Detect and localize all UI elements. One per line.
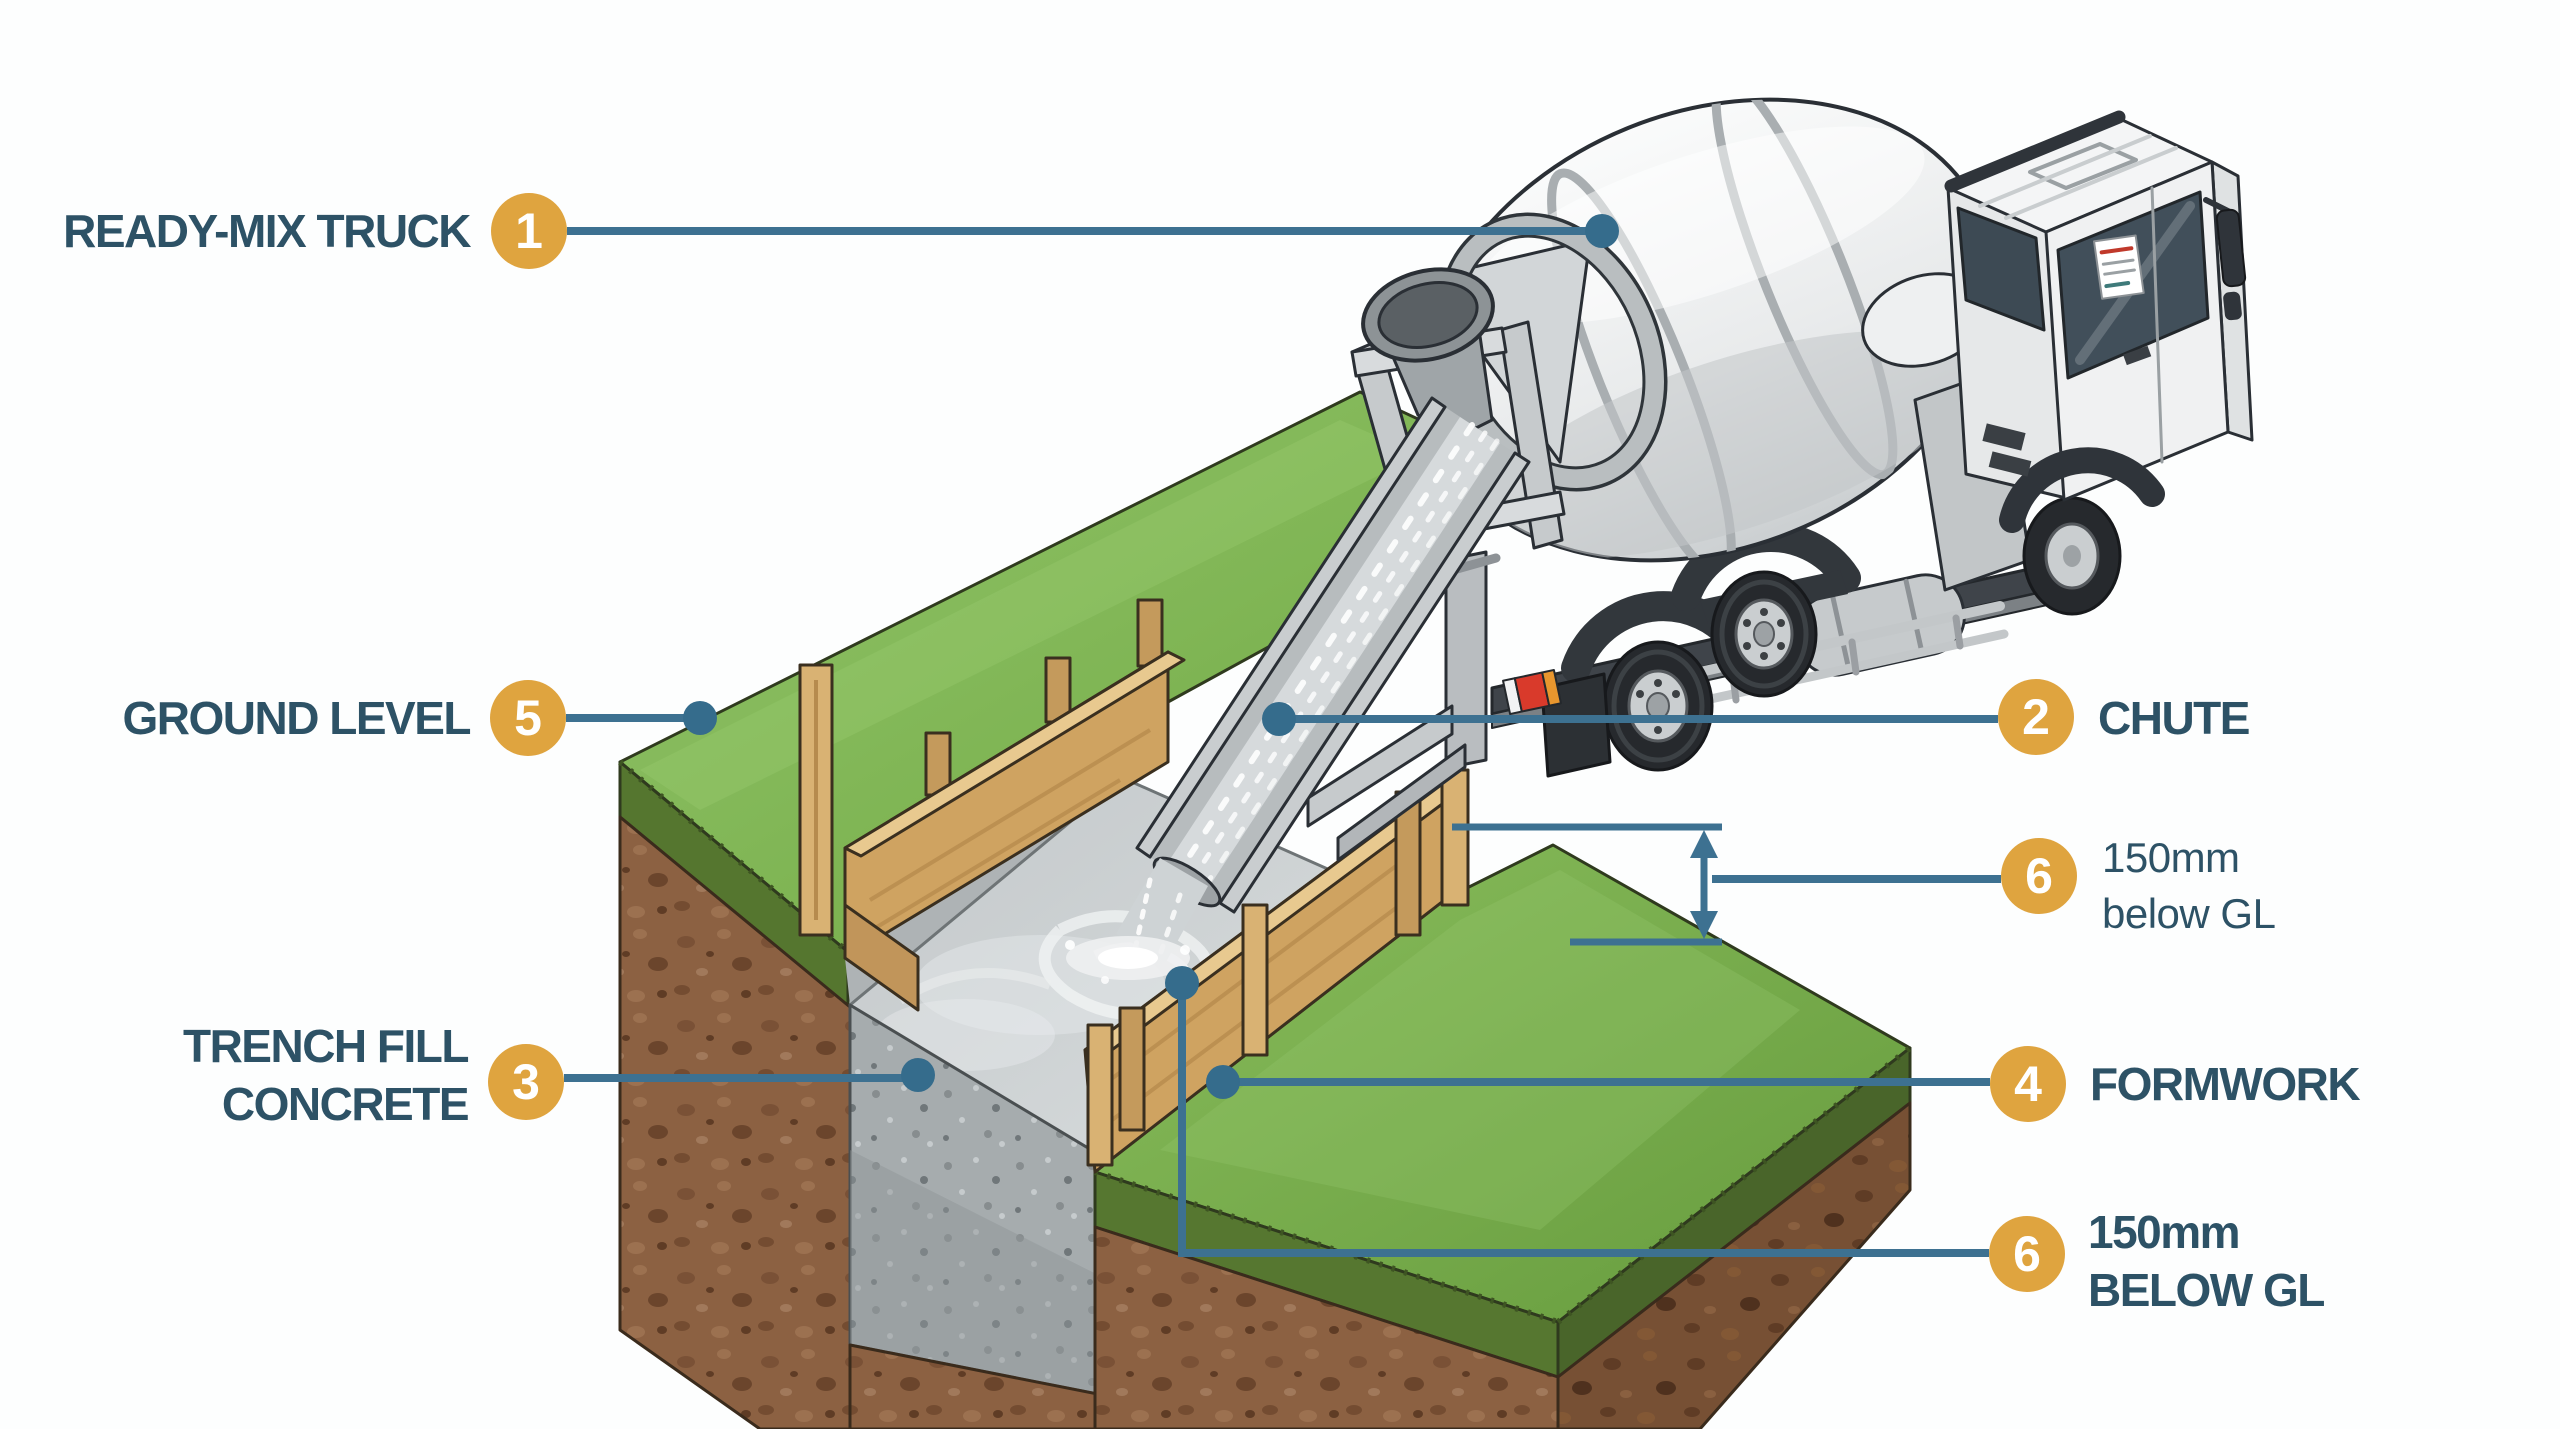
right-ground-block (1093, 843, 1912, 1429)
callout-dot (1262, 702, 1296, 736)
callout-badge (1989, 1216, 2065, 1292)
callout-badge (2001, 838, 2077, 914)
front-wheel-arch (1999, 447, 2165, 533)
truck-cab (1944, 110, 2254, 533)
callout-label-line2: BELOW GL (2088, 1264, 2324, 1316)
door-handle (2123, 345, 2152, 366)
left-ground-block (618, 390, 1564, 1429)
callouts: 1 READY-MIX TRUCK 2 CHUTE 3 TRENCH FILL … (63, 193, 2362, 1316)
callout-badge (488, 1044, 564, 1120)
wheel-rear-1 (1602, 640, 1714, 772)
side-window (1956, 206, 2046, 332)
callout-badge (1998, 679, 2074, 755)
trench-concrete-cross-section (848, 1003, 1130, 1429)
callout-label-line1: 150mm (2088, 1206, 2239, 1258)
concrete-pour-stream (1065, 858, 1208, 984)
dimension-indicator (1452, 823, 1722, 946)
badge-number: 5 (514, 690, 542, 746)
callout-chute: 2 CHUTE (1262, 679, 2250, 755)
callout-dot (1585, 214, 1619, 248)
callout-label-line2: below GL (2102, 890, 2275, 937)
wheel-rear-2 (1710, 570, 1818, 698)
callout-label-line2: CONCRETE (222, 1078, 468, 1130)
callout-dot (1206, 1065, 1240, 1099)
callout-label: FORMWORK (2090, 1058, 2360, 1110)
callout-150mm-below-gl-dimension: 6 150mm below GL (1712, 834, 2276, 937)
badge-number: 4 (2014, 1056, 2042, 1112)
callout-trench-fill-concrete: 3 TRENCH FILL CONCRETE (183, 1020, 935, 1130)
callout-150mm-below-gl-formwork: 6 150mm BELOW GL (1165, 966, 2326, 1316)
discharge-chute (1135, 396, 1531, 914)
callout-label-line1: 150mm (2102, 834, 2240, 881)
callout-ready-mix-truck: 1 READY-MIX TRUCK (63, 193, 1619, 269)
callout-dot (1165, 966, 1199, 1000)
callout-badge (491, 193, 567, 269)
wheel-front (2022, 496, 2122, 616)
badge-number: 2 (2022, 689, 2050, 745)
callout-line (1178, 983, 1989, 1257)
callout-ground-level: 5 GROUND LEVEL (123, 680, 717, 756)
callout-label-line1: TRENCH FILL (183, 1020, 468, 1072)
badge-number: 1 (515, 203, 543, 259)
callout-label: READY-MIX TRUCK (63, 205, 471, 257)
side-mirror (2203, 197, 2247, 321)
ready-mix-truck (1065, 72, 2254, 984)
tail-light (1502, 668, 1562, 716)
callout-badge (1990, 1046, 2066, 1122)
badge-number: 6 (2025, 848, 2053, 904)
formwork-far (798, 598, 1186, 1012)
badge-number: 6 (2013, 1226, 2041, 1282)
callout-badge (490, 680, 566, 756)
callout-dot (683, 701, 717, 735)
badge-number: 3 (512, 1054, 540, 1110)
callout-label: GROUND LEVEL (123, 692, 471, 744)
truck-rear-wheels (1502, 522, 1861, 778)
arrow-down-icon (1690, 911, 1718, 939)
arrow-up-icon (1690, 830, 1718, 858)
callout-label: CHUTE (2098, 692, 2249, 744)
callout-formwork: 4 FORMWORK (1206, 1046, 2362, 1122)
windshield-document (2093, 234, 2145, 300)
callout-dot (901, 1058, 935, 1092)
